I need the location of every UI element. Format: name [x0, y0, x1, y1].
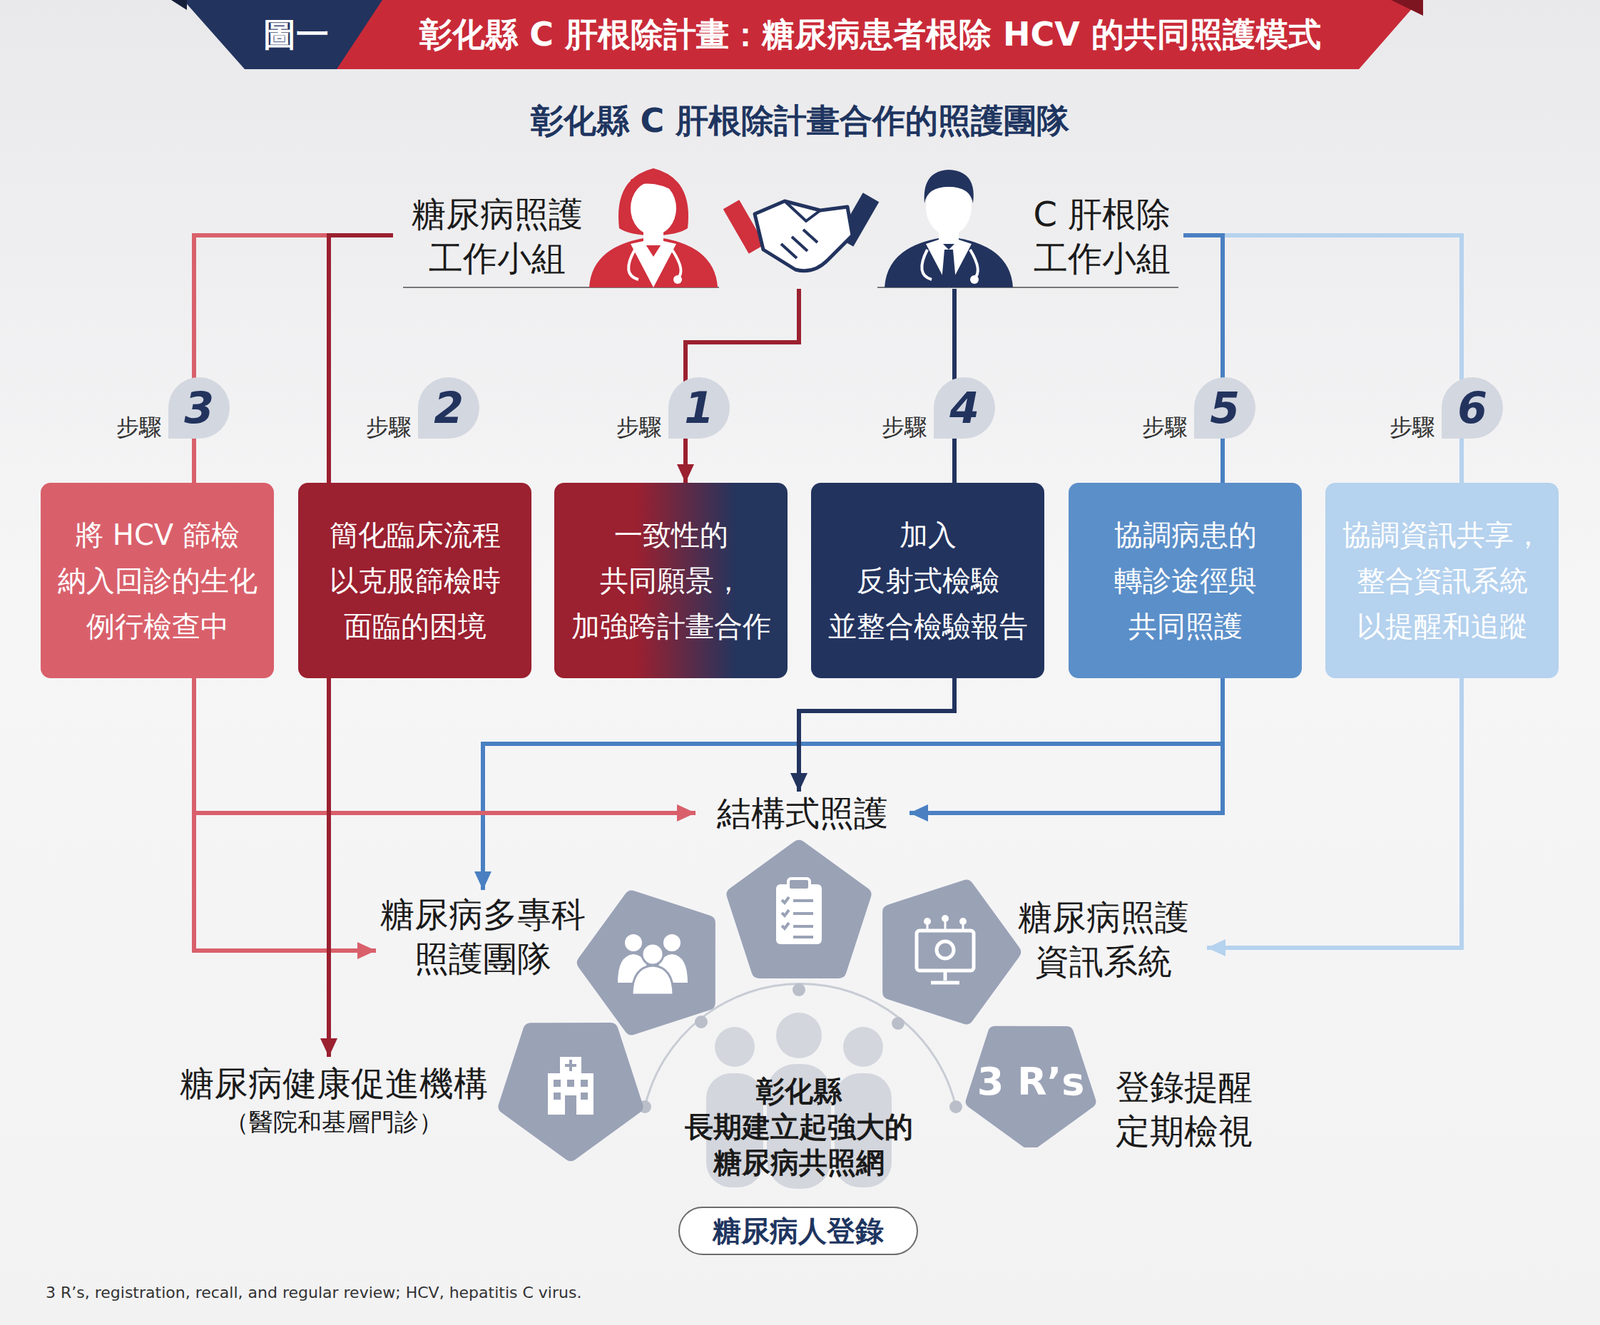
care-label: 糖尿病照護 資訊系統 [1000, 893, 1207, 986]
team-icon [617, 934, 688, 996]
title: 彰化縣 C 肝根除計畫：糖尿病患者根除 HCV 的共同照護模式 [370, 14, 1370, 55]
figure-number: 圖一 [235, 14, 357, 55]
node-text: （醫院和基層門診） [167, 1105, 500, 1139]
step-box: 協調資訊共享， 整合資訊系統 以提醒和追蹤 [1325, 482, 1559, 679]
step-label: 步驟 [576, 412, 662, 444]
step-label: 步驟 [1349, 412, 1436, 444]
step-box: 加入 反射式檢驗 並整合檢驗報告 [811, 482, 1045, 679]
step-box: 一致性的 共同願景， 加強跨計畫合作 [554, 482, 788, 679]
connector [482, 678, 1223, 891]
male-doctor-icon [884, 169, 1013, 288]
connector [1183, 235, 1462, 483]
connector [326, 678, 331, 1058]
node-text: 彰化縣 長期建立起強大的 糖尿病共照網 [681, 1073, 917, 1181]
care-label: 結構式照護 [695, 791, 910, 835]
step-box: 協調病患的 轉診途徑與 共同照護 [1068, 482, 1302, 679]
step-badge: 3 [168, 377, 230, 439]
step-label: 步驟 [76, 412, 162, 444]
connector [328, 235, 394, 483]
node-text: 一致性的 共同願景， 加強跨計畫合作 [569, 512, 774, 650]
node-text: 將 HCV 篩檢 納入回診的生化 例行檢查中 [55, 512, 260, 650]
connector [1183, 235, 1223, 483]
registry-pill: 糖尿病人登錄 [678, 1206, 919, 1256]
care-label: 登錄提醒 定期檢視 [1109, 1062, 1260, 1156]
node-text: 協調資訊共享， 整合資訊系統 以提醒和追蹤 [1340, 512, 1545, 650]
connector [194, 678, 696, 814]
care-label: 糖尿病多專科 照護團隊 [375, 890, 590, 983]
step-badge: 5 [1194, 377, 1256, 439]
network-label: 彰化縣 長期建立起強大的 糖尿病共照網 [677, 1073, 921, 1181]
hospital-icon [547, 1057, 594, 1115]
connector [194, 235, 394, 483]
node-text: 簡化臨床流程 以克服篩檢時 面臨的困境 [313, 512, 518, 650]
banner-corner [171, 0, 187, 10]
step-badge: 2 [418, 377, 480, 439]
node-text: 3 R’s [977, 1059, 1085, 1105]
step-badge: 6 [1441, 377, 1503, 439]
computer-icon [916, 915, 974, 983]
node-text: 糖尿病照護 工作小組 [403, 191, 592, 281]
pentagon [478, 992, 655, 1168]
node-text: 糖尿病多專科 照護團隊 [375, 892, 590, 981]
step-label: 步驟 [1102, 412, 1188, 444]
pentagon [570, 878, 732, 1036]
handshake-icon [723, 192, 880, 271]
pentagon-node: 3 R’s [964, 1015, 1098, 1148]
pentagon [734, 848, 864, 971]
step-badge: 4 [933, 377, 996, 439]
banner-corner [1390, 0, 1424, 16]
node-text: C 肝根除 工作小組 [1016, 191, 1188, 281]
care-label: 糖尿病健康促進機構（醫院和基層門診） [167, 1057, 500, 1143]
connector [194, 678, 376, 951]
team-group: C 肝根除 工作小組 [877, 163, 1184, 289]
caption: 3 R’s, registration, recall, and regular… [45, 1283, 582, 1302]
step-label: 步驟 [325, 412, 412, 444]
connector [798, 678, 955, 792]
node-text: 登錄提醒 定期檢視 [1109, 1065, 1260, 1154]
node-text: 結構式照護 [695, 791, 910, 836]
subtitle: 彰化縣 C 肝根除計畫合作的照護團隊 [0, 99, 1600, 142]
banner [336, 0, 1420, 70]
node-text: 協調病患的 轉診途徑與 共同照護 [1083, 512, 1288, 650]
step-badge: 1 [668, 377, 730, 439]
step-label: 步驟 [841, 412, 928, 444]
connector [1206, 678, 1462, 949]
node-text: 糖尿病健康促進機構 [167, 1061, 500, 1106]
pentagon [866, 868, 1028, 1025]
node-text: 糖尿病人登錄 [712, 1211, 884, 1252]
team-group: 糖尿病照護 工作小組 [393, 163, 817, 289]
node-text: 加入 反射式檢驗 並整合檢驗報告 [826, 512, 1031, 650]
female-doctor-icon [589, 168, 718, 288]
clipboard-icon [776, 878, 822, 945]
step-box: 簡化臨床流程 以克服篩檢時 面臨的困境 [298, 482, 532, 679]
node-text: 糖尿病照護 資訊系統 [1000, 895, 1207, 984]
step-box: 將 HCV 篩檢 納入回診的生化 例行檢查中 [40, 482, 274, 679]
